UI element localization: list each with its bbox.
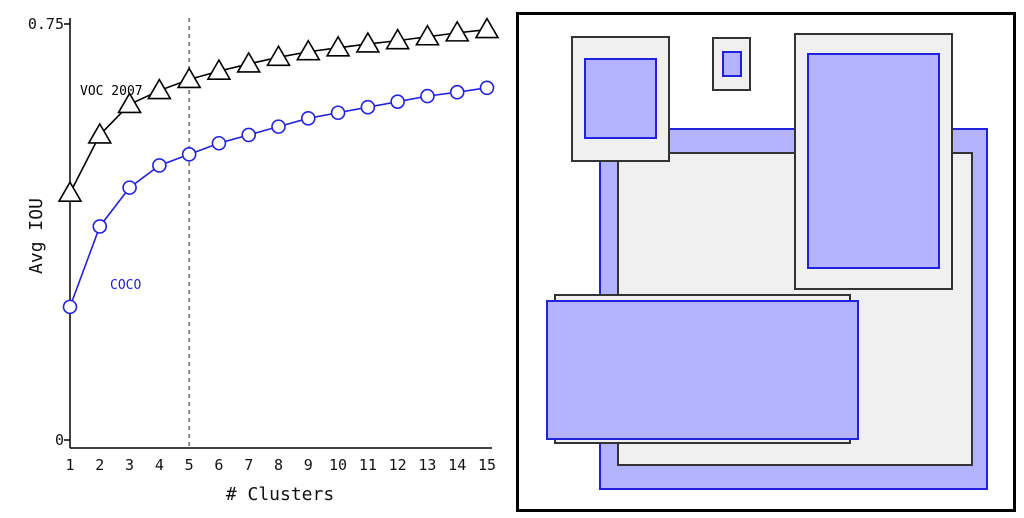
- data-point-marker: [271, 119, 286, 134]
- data-point-marker: [355, 31, 381, 53]
- data-point-marker: [146, 77, 172, 100]
- data-point-marker: [330, 105, 346, 121]
- x-tick-label: 3: [125, 456, 134, 474]
- series-label-voc: VOC 2007: [80, 84, 143, 99]
- series-voc-2007: [57, 16, 500, 202]
- data-point-marker: [211, 135, 227, 151]
- data-point-marker: [449, 84, 465, 100]
- data-point-marker: [62, 299, 78, 315]
- data-point-marker: [474, 16, 500, 39]
- y-axis-title: Avg IOU: [26, 198, 47, 274]
- data-point-marker: [385, 28, 411, 50]
- data-point-marker: [92, 219, 108, 234]
- x-tick-label: 6: [214, 456, 223, 474]
- x-tick-label: 8: [274, 456, 283, 474]
- cluster-group-small: [712, 37, 751, 91]
- data-point-marker: [415, 24, 440, 46]
- x-tick-label: 13: [418, 456, 436, 474]
- data-point-marker: [241, 127, 257, 143]
- x-tick-label: 14: [448, 456, 466, 474]
- data-point-marker: [420, 88, 435, 104]
- x-tick-label: 5: [185, 456, 194, 474]
- x-tick-label: 11: [359, 456, 377, 474]
- data-point-marker: [479, 80, 495, 96]
- data-point-marker: [300, 110, 316, 126]
- cluster-box-blue: [546, 300, 859, 440]
- x-tick-label: 2: [95, 456, 104, 474]
- x-tick-label: 4: [155, 456, 164, 474]
- cluster-box-blue: [807, 53, 940, 269]
- series-label-coco: COCO: [110, 278, 141, 293]
- y-tick-labels: 00.75: [28, 15, 64, 449]
- data-point-marker: [122, 180, 137, 195]
- x-tick-label: 12: [389, 456, 407, 474]
- data-point-marker: [236, 51, 262, 73]
- data-point-marker: [117, 91, 142, 114]
- data-point-marker: [295, 39, 321, 61]
- y-tick-label: 0: [55, 431, 64, 449]
- data-point-marker: [176, 66, 202, 89]
- y-tick-label: 0.75: [28, 15, 64, 33]
- cluster-visualization: [516, 12, 1016, 512]
- series-coco: [62, 80, 495, 315]
- data-point-marker: [87, 122, 113, 144]
- x-tick-label: 7: [244, 456, 253, 474]
- data-point-marker: [57, 180, 83, 202]
- data-point-marker: [325, 35, 351, 57]
- data-point-marker: [206, 58, 232, 80]
- x-tick-label: 10: [329, 456, 347, 474]
- cluster-group-wide: [546, 294, 859, 444]
- cluster-box-blue: [722, 51, 742, 77]
- cluster-box-blue: [584, 58, 657, 139]
- cluster-group-top-right: [794, 33, 953, 290]
- data-point-marker: [152, 158, 167, 173]
- data-point-marker: [266, 44, 291, 67]
- data-point-marker: [444, 20, 470, 42]
- data-point-marker: [360, 99, 376, 115]
- series-layer: [57, 16, 500, 315]
- x-tick-label: 9: [304, 456, 313, 474]
- x-tick-label: 1: [65, 456, 74, 474]
- x-tick-label: 15: [478, 456, 496, 474]
- cluster-group-top-left: [571, 36, 670, 162]
- x-axis-title: # Clusters: [226, 484, 334, 505]
- data-point-marker: [390, 94, 405, 109]
- data-point-marker: [181, 147, 197, 162]
